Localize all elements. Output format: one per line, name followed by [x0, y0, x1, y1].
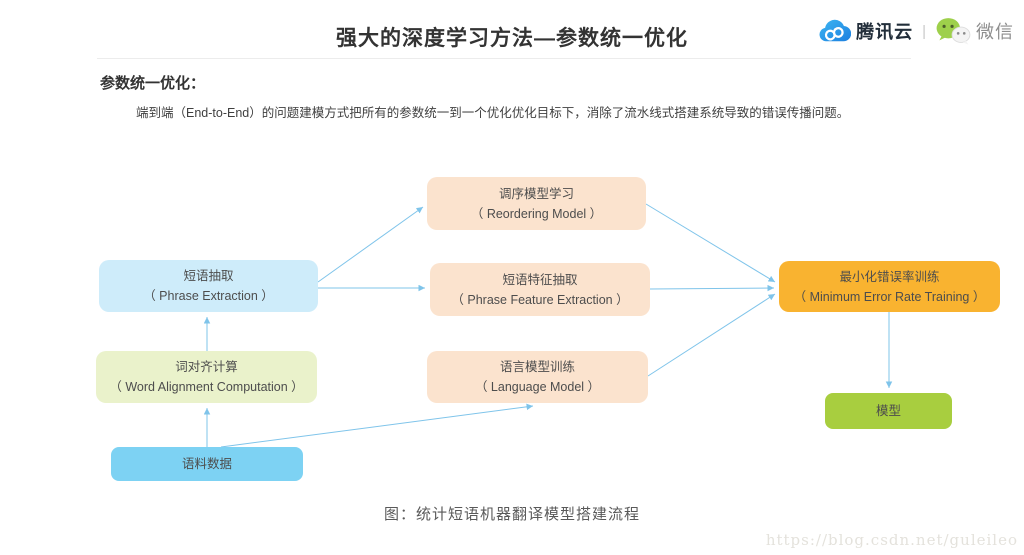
node-model: 模型 [825, 393, 952, 429]
node-reordering-model: 调序模型学习 （ Reordering Model ） [427, 177, 646, 230]
intro-paragraph: 端到端（End-to-End）的问题建模方式把所有的参数统一到一个优化优化目标下… [136, 106, 850, 120]
diagram-caption: 图：统计短语机器翻译模型搭建流程 [383, 506, 640, 523]
wechat-icon [936, 18, 971, 45]
node-label-en: （ Language Model ） [474, 380, 601, 394]
header-divider [97, 58, 911, 59]
node-label-zh: 短语特征抽取 [502, 272, 578, 287]
tencent-cloud-icon [819, 19, 852, 42]
node-label-en: （ Minimum Error Rate Training ） [793, 289, 986, 304]
node-label-zh: 最小化错误率训练 [839, 269, 940, 284]
node-label-zh: 模型 [875, 404, 901, 418]
tencent-cloud-label: 腾讯云 [856, 22, 914, 42]
node-min-error-rate-training: 最小化错误率训练 （ Minimum Error Rate Training ） [779, 261, 1000, 312]
node-label-zh: 调序模型学习 [498, 186, 574, 201]
node-label-zh: 语料数据 [181, 457, 232, 471]
section-heading: 参数统一优化： [100, 75, 206, 92]
edge-language-model-to-min-error-rate-training [647, 293, 776, 377]
edge-reordering-model-to-min-error-rate-training [645, 203, 776, 283]
node-label-en: （ Reordering Model ） [470, 206, 603, 221]
brand-separator: | [922, 22, 926, 40]
node-language-model: 语言模型训练 （ Language Model ） [427, 351, 648, 403]
edge-phrase-feature-extraction-to-min-error-rate-training [649, 284, 775, 292]
edge-phrase-extraction-to-reordering-model [317, 206, 424, 283]
watermark-url: https://blog.csdn.net/guleileo [765, 531, 1018, 549]
node-label-en: （ Phrase Feature Extraction ） [451, 292, 629, 307]
brand-area: 腾讯云 | 微信 [817, 13, 1014, 49]
node-phrase-extraction: 短语抽取 （ Phrase Extraction ） [99, 260, 318, 312]
node-phrase-feature-extraction: 短语特征抽取 （ Phrase Feature Extraction ） [430, 263, 650, 316]
wechat-label: 微信 [976, 22, 1014, 42]
node-label-en: （ Word Alignment Computation ） [109, 380, 304, 394]
node-label-zh: 语言模型训练 [499, 360, 575, 374]
node-corpus-data: 语料数据 [111, 447, 303, 481]
node-label-zh: 词对齐计算 [175, 360, 238, 374]
edge-corpus-data-to-language-model [220, 403, 534, 448]
node-label-zh: 短语抽取 [183, 269, 234, 283]
node-label-en: （ Phrase Extraction ） [143, 289, 274, 303]
page-title: 强大的深度学习方法—参数统一优化 [336, 27, 688, 50]
node-word-alignment: 词对齐计算 （ Word Alignment Computation ） [96, 351, 317, 403]
